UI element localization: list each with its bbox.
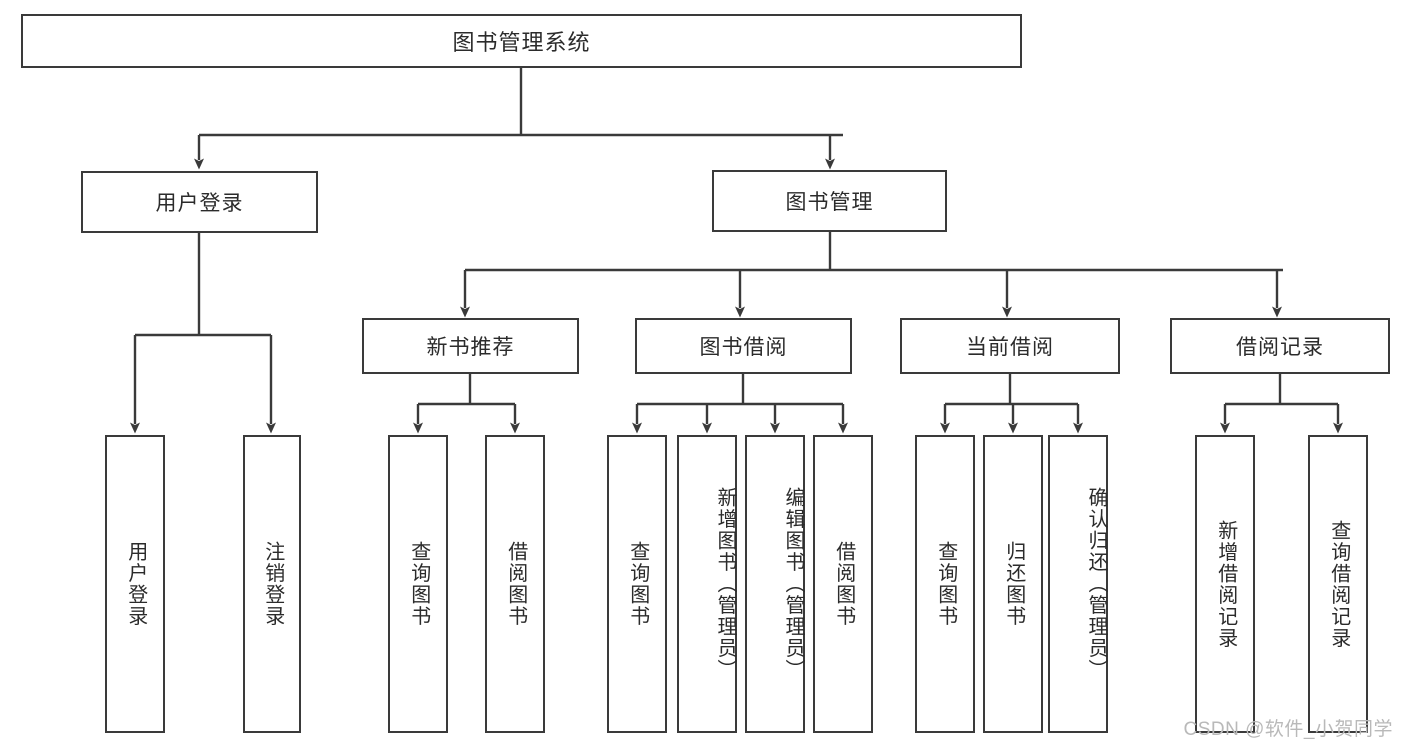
leaf-edit-book-admin[interactable]: 编辑图书（管理员） [745,435,805,733]
node-borrow-record[interactable]: 借阅记录 [1170,318,1390,374]
node-book-manage[interactable]: 图书管理 [712,170,947,232]
node-label: 新增图书（管理员） [714,487,736,681]
csdn-watermark: CSDN @软件_小贺同学 [1183,719,1393,740]
node-label: 查询借阅记录 [1327,519,1350,649]
leaf-logout-login[interactable]: 注销登录 [243,435,301,733]
node-label: 新增借阅记录 [1214,519,1237,649]
node-book-borrow[interactable]: 图书借阅 [635,318,852,374]
node-label: 图书管理系统 [452,30,591,55]
node-label: 编辑图书（管理员） [782,487,804,681]
node-label: 图书管理 [785,191,874,214]
leaf-user-login[interactable]: 用户登录 [105,435,165,733]
leaf-confirm-return-admin[interactable]: 确认归还（管理员） [1048,435,1108,733]
node-current-borrow[interactable]: 当前借阅 [900,318,1120,374]
leaf-query-borrow-record[interactable]: 查询借阅记录 [1308,435,1368,733]
node-label: 新书推荐 [426,336,515,359]
node-label: 当前借阅 [966,336,1054,359]
node-label: 借阅图书 [504,541,527,627]
node-label: 注销登录 [261,541,284,627]
node-label: 图书借阅 [699,336,788,359]
node-new-book-recommend[interactable]: 新书推荐 [362,318,579,374]
node-user-login[interactable]: 用户登录 [81,171,318,233]
leaf-borrow-book[interactable]: 借阅图书 [813,435,873,733]
node-label: 归还图书 [1002,541,1025,627]
node-label: 确认归还（管理员） [1085,487,1107,681]
node-label: 查询图书 [934,541,957,627]
leaf-add-book-admin[interactable]: 新增图书（管理员） [677,435,737,733]
node-label: 借阅图书 [832,541,855,627]
node-root-system[interactable]: 图书管理系统 [21,14,1022,68]
leaf-query-book-borrow[interactable]: 查询图书 [607,435,667,733]
leaf-query-book-current[interactable]: 查询图书 [915,435,975,733]
node-label: 查询图书 [626,541,649,627]
leaf-query-book-recommend[interactable]: 查询图书 [388,435,448,733]
leaf-return-book[interactable]: 归还图书 [983,435,1043,733]
node-label: 查询图书 [407,541,430,627]
leaf-add-borrow-record[interactable]: 新增借阅记录 [1195,435,1255,733]
leaf-borrow-book-recommend[interactable]: 借阅图书 [485,435,545,733]
node-label: 借阅记录 [1236,336,1324,359]
node-label: 用户登录 [124,541,147,627]
node-label: 用户登录 [155,192,244,215]
